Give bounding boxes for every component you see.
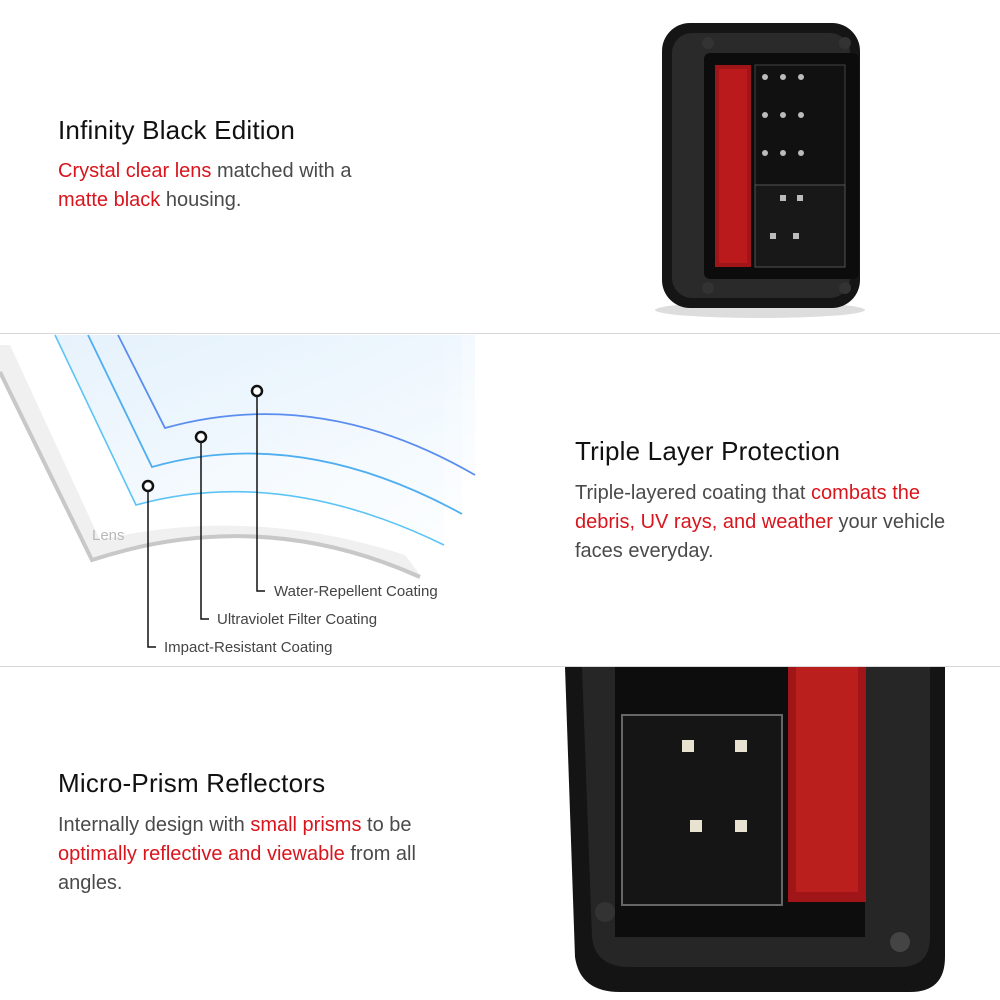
section-body: Triple-layered coating that combats the … — [575, 479, 965, 566]
highlight-text: matte black — [58, 189, 161, 211]
body-text: Triple-layered coating that — [575, 482, 812, 504]
layer-label-impact-resistant: Impact-Resistant Coating — [164, 639, 333, 656]
body-text: matched with a — [211, 160, 352, 182]
body-text: to be — [361, 814, 412, 836]
section-title: Triple Layer Protection — [575, 436, 841, 466]
section-infinity-black: Infinity Black Edition Crystal clear len… — [0, 0, 1000, 333]
section-title: Infinity Black Edition — [58, 115, 296, 145]
lens-label: Lens — [92, 527, 125, 544]
body-text: Internally design with — [58, 814, 251, 836]
tail-light-image-front — [655, 23, 865, 318]
coating-layers-diagram — [0, 334, 476, 648]
section-body: Internally design with small prisms to b… — [58, 811, 428, 898]
section-title: Micro-Prism Reflectors — [58, 768, 326, 798]
highlight-text: small prisms — [250, 814, 362, 836]
section-micro-prism: Micro-Prism Reflectors Internally design… — [0, 667, 1000, 1000]
section-triple-layer: Lens Water-Repellent Coating Ultraviolet… — [0, 334, 1000, 666]
layer-label-ultraviolet: Ultraviolet Filter Coating — [217, 611, 378, 628]
body-text: from all angles. — [58, 843, 416, 894]
tail-light-image-closeup — [565, 667, 945, 992]
body-text: housing. — [160, 189, 242, 211]
section-body: Crystal clear lens matched with a matte … — [58, 157, 398, 215]
section-divider — [0, 333, 1000, 334]
body-text: your vehicle faces everyday. — [575, 511, 946, 562]
layer-label-water-repellent: Water-Repellent Coating — [274, 583, 438, 600]
highlight-text: combats the debris, UV rays, and weather — [575, 482, 920, 533]
highlight-text: Crystal clear lens — [58, 160, 212, 182]
section-divider — [0, 666, 1000, 667]
highlight-text: optimally reflective and viewable — [58, 843, 345, 865]
